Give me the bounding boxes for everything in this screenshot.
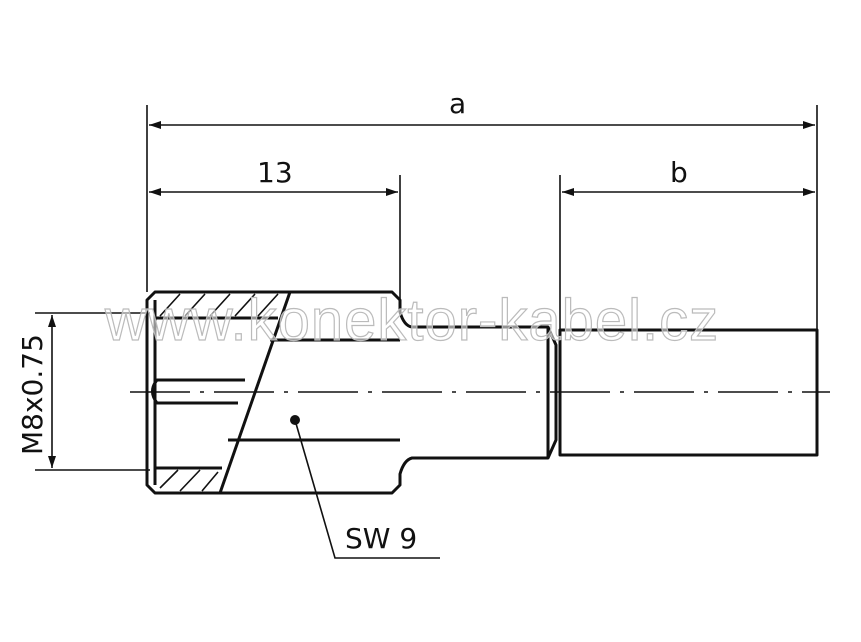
section-hatching bbox=[159, 293, 279, 492]
watermark: www.konektor-kabel.cz bbox=[104, 288, 719, 353]
wrench-size-label: SW 9 bbox=[345, 522, 417, 555]
extension-lines bbox=[35, 105, 818, 471]
wrench-size-leader bbox=[290, 415, 440, 559]
dimension-label-thread: M8x0.75 bbox=[16, 334, 49, 455]
dimension-label-13: 13 bbox=[257, 156, 293, 189]
dimension-label-b: b bbox=[670, 156, 688, 189]
dimension-label-a: a bbox=[449, 87, 466, 120]
